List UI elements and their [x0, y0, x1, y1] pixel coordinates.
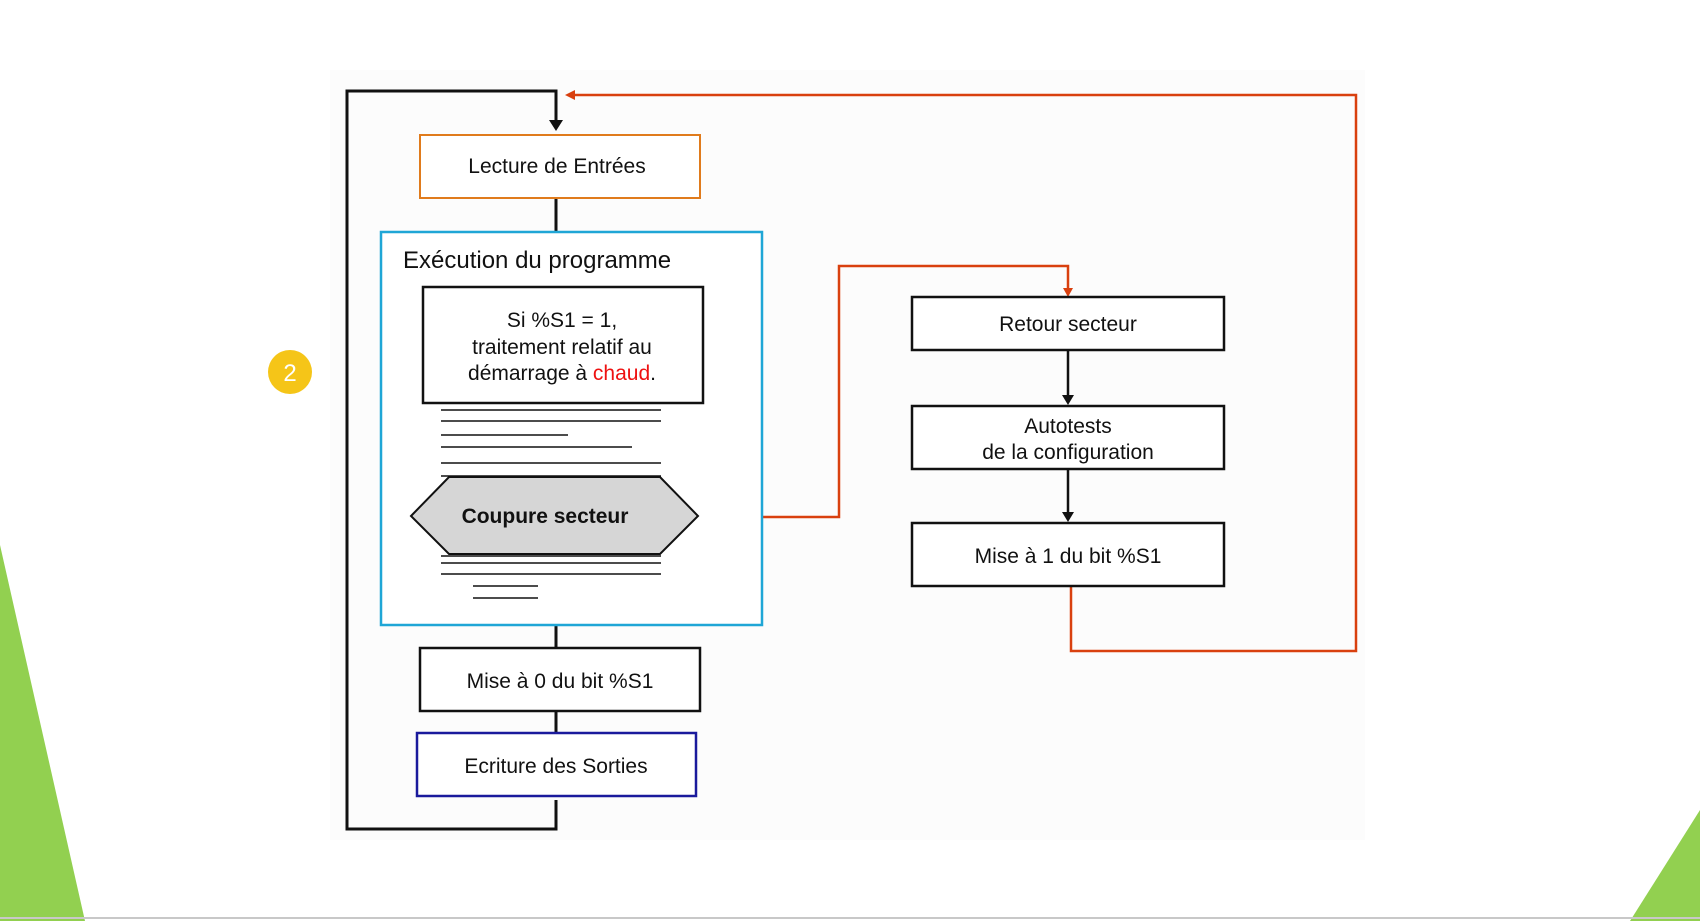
retour-secteur-label: Retour secteur [999, 313, 1137, 336]
coupure-secteur-label: Coupure secteur [462, 505, 629, 528]
ecriture-sorties-label: Ecriture des Sorties [464, 755, 647, 778]
hot-restart-line1: Si %S1 = 1, [507, 309, 617, 332]
execution-programme-title: Exécution du programme [403, 247, 671, 274]
main-loop-arrowhead [549, 120, 563, 131]
power-cut-connectors [575, 93, 1358, 653]
mise-a-zero-label: Mise à 0 du bit %S1 [467, 670, 654, 693]
mise-a-un-label: Mise à 1 du bit %S1 [975, 545, 1162, 568]
mise-a-zero-box: Mise à 0 du bit %S1 [418, 646, 702, 713]
program-lines-lower [441, 555, 661, 599]
hot-restart-condition-box: Si %S1 = 1, traitement relatif au démarr… [421, 285, 705, 405]
lecture-entrees-label: Lecture de Entrées [468, 155, 645, 178]
decor-green-left [0, 545, 85, 921]
autotests-box: Autotests de la configuration [910, 404, 1226, 471]
hot-restart-line3: démarrage à chaud. [468, 362, 656, 385]
hot-restart-line3-prefix: démarrage à [468, 362, 593, 385]
autotests-line1: Autotests [1024, 415, 1112, 438]
hot-restart-line2: traitement relatif au [472, 336, 652, 359]
step-badge: 2 [268, 350, 312, 394]
arrowhead-autotests [1062, 395, 1074, 405]
coupure-secteur-shape: Coupure secteur [409, 476, 700, 555]
hot-restart-line3-suffix: . [650, 362, 656, 385]
arrowhead-mise-a-un [1062, 512, 1074, 522]
hot-restart-highlight: chaud [593, 362, 650, 385]
ecriture-sorties-box: Ecriture des Sorties [415, 731, 698, 798]
retour-secteur-box: Retour secteur [910, 295, 1226, 352]
autotests-line2: de la configuration [982, 441, 1154, 464]
decor-green-right [1630, 810, 1700, 921]
mise-a-un-box: Mise à 1 du bit %S1 [910, 521, 1226, 588]
lecture-entrees-box: Lecture de Entrées [419, 134, 701, 199]
retour-arrowhead [1063, 288, 1073, 297]
return-loop-arrowhead [565, 90, 575, 100]
step-badge-number: 2 [283, 360, 296, 387]
main-loop-connectors [345, 89, 558, 831]
